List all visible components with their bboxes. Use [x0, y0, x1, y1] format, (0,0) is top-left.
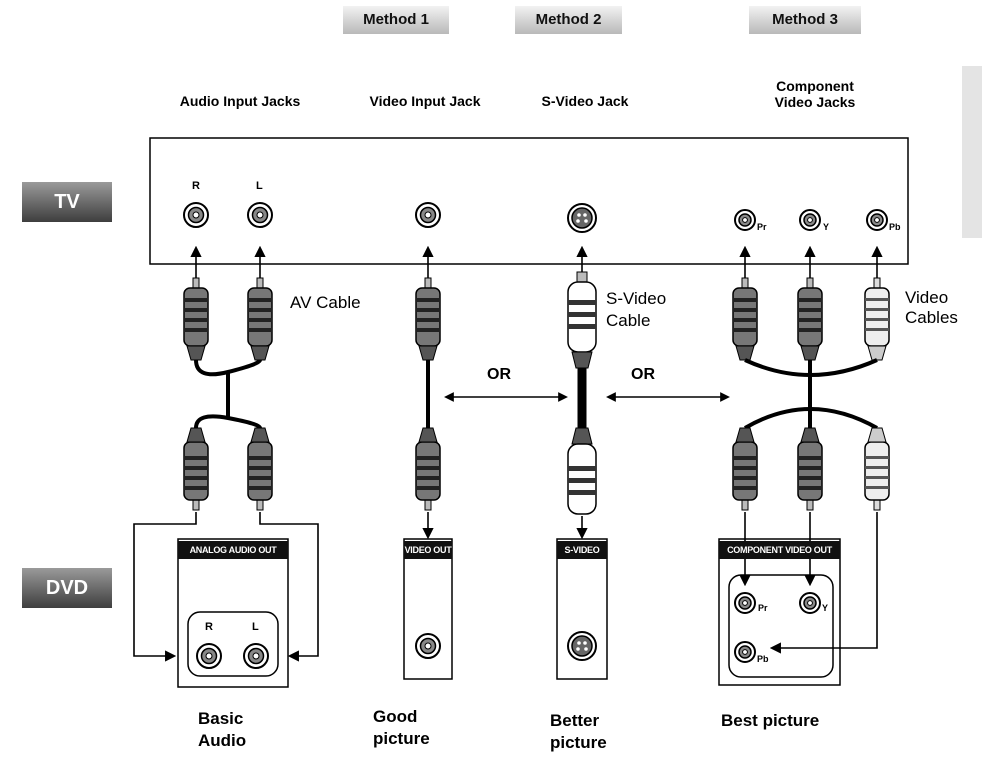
tv-panel — [149, 137, 909, 265]
quality-better-line1: Better — [550, 711, 600, 730]
method-1-tab: Method 1 — [343, 6, 449, 34]
dvd-audio-l-jack — [243, 643, 269, 669]
svideo-cable-line2: Cable — [606, 311, 651, 330]
or-label-1: OR — [487, 366, 511, 383]
dvd-pr-jack — [734, 592, 756, 614]
quality-better-line2: picture — [550, 733, 607, 752]
dvd-audio-label-l: L — [252, 621, 259, 633]
method-3-tab: Method 3 — [749, 6, 861, 34]
dvd-audio-label-r: R — [205, 621, 213, 633]
dvd-label-y: Y — [822, 603, 829, 613]
video-cable — [415, 277, 441, 511]
svideo-cable — [567, 271, 597, 515]
dvd-label: DVD — [22, 568, 112, 608]
quality-better-picture: Better picture — [550, 710, 607, 754]
video-cables-label: Video Cables — [905, 288, 958, 328]
tv-jack-label-l: L — [256, 180, 263, 192]
tv-jack-label-pb: Pb — [889, 222, 901, 232]
quality-good-line1: Good — [373, 707, 418, 726]
video-cables-line2: Cables — [905, 308, 958, 327]
dvd-pb-jack — [734, 641, 756, 663]
tv-svideo-jack — [567, 203, 597, 233]
quality-good-picture: Good picture — [373, 706, 430, 750]
quality-basic-audio: Basic Audio — [198, 708, 246, 752]
or-label-2: OR — [631, 366, 655, 383]
tv-audio-l-jack — [247, 202, 273, 228]
quality-best-picture: Best picture — [721, 711, 820, 730]
quality-good-line2: picture — [373, 729, 430, 748]
tv-jack-label-pr: Pr — [757, 222, 767, 232]
header-video-input-jack: Video Input Jack — [369, 93, 481, 109]
tv-input-arrows — [190, 245, 883, 280]
dvd-component-panel-title: COMPONENT VIDEO OUT — [719, 541, 840, 559]
method-2-tab: Method 2 — [515, 6, 622, 34]
video-cables-line1: Video — [905, 288, 949, 307]
dvd-y-jack — [799, 592, 821, 614]
svideo-cable-label: S-Video Cable — [606, 288, 666, 332]
tv-video-jack — [415, 202, 441, 228]
tv-jack-label-r: R — [192, 180, 200, 192]
header-audio-input-jacks: Audio Input Jacks — [179, 93, 301, 109]
tv-pr-jack — [734, 209, 756, 231]
dvd-svideo-panel-title: S-VIDEO OUT — [557, 541, 607, 573]
svideo-cable-line1: S-Video — [606, 289, 667, 308]
quality-basic-line1: Basic — [198, 709, 244, 728]
quality-basic-line2: Audio — [198, 731, 247, 750]
dvd-label-pr: Pr — [758, 603, 768, 613]
header-component-video-jacks: Component Video Jacks — [750, 78, 880, 110]
header-component-line1: Component — [776, 78, 854, 94]
dvd-svideo-jack — [567, 631, 597, 661]
tv-y-jack — [799, 209, 821, 231]
component-cables — [732, 277, 890, 511]
header-svideo-jack: S-Video Jack — [541, 93, 629, 109]
av-cable — [183, 277, 273, 511]
dvd-audio-r-jack — [196, 643, 222, 669]
header-component-line2: Video Jacks — [774, 94, 856, 110]
tv-audio-r-jack — [183, 202, 209, 228]
dvd-audio-panel-title: ANALOG AUDIO OUT — [178, 541, 288, 559]
dvd-video-jack — [415, 633, 441, 659]
tv-pb-jack — [866, 209, 888, 231]
page-edge-tab — [962, 66, 982, 238]
dvd-label-pb: Pb — [757, 654, 769, 664]
tv-jack-label-y: Y — [823, 222, 830, 232]
dvd-video-panel-title: VIDEO OUT — [404, 541, 452, 559]
av-cable-label: AV Cable — [290, 293, 361, 312]
tv-label: TV — [22, 182, 112, 222]
